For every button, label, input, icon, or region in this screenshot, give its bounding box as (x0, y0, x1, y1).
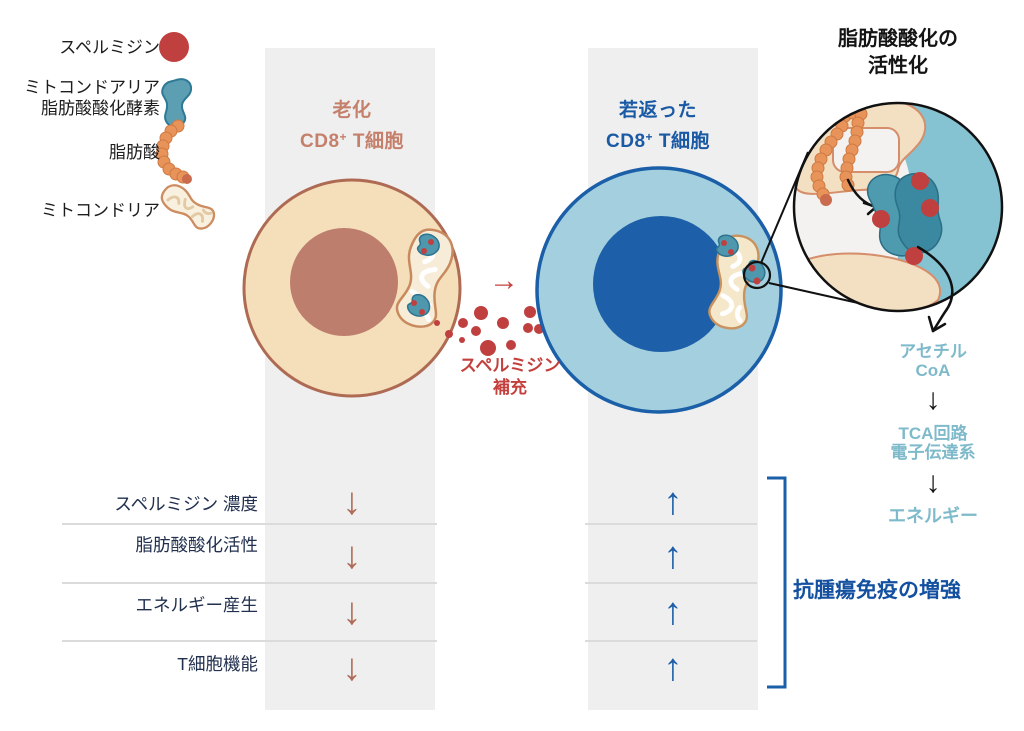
rejuvenated-nucleus (593, 216, 729, 352)
flow-arrow-icon: ↓ (925, 466, 941, 499)
row-divider (62, 523, 437, 525)
fatty-acid-chain-icon (810, 106, 868, 201)
mitochondrion-icon (156, 179, 220, 235)
aged-down-arrow-icon: ↓ (342, 535, 362, 577)
aged-down-arrow-icon: ↓ (342, 481, 362, 523)
row-label-energy-production: エネルギー産生 (135, 595, 259, 615)
row-divider (585, 640, 757, 642)
fao-enzyme-in-rejuv-mito (715, 234, 739, 257)
row-label-tcell-function: T細胞機能 (177, 654, 258, 674)
supplement-arrow-icon: → (489, 264, 519, 297)
aged-down-arrow-icon: ↓ (342, 591, 362, 633)
aged-cell (242, 178, 462, 398)
aged-cell-title: 老化 CD8+ T細胞 (300, 100, 404, 152)
legend-label-fatty-acid: 脂肪酸 (109, 143, 160, 162)
rejuvenated-up-arrow-icon: ↑ (663, 481, 683, 523)
rejuvenated-cell (535, 166, 783, 414)
row-divider (62, 582, 437, 584)
flow-step-tca: TCA回路 電子伝達系 (890, 424, 976, 462)
legend-label-mitochondria: ミトコンドリア (41, 201, 160, 220)
legend-label-fao-enzyme-line2: 脂肪酸酸化酵素 (41, 99, 160, 118)
flow-arrow-icon: ↓ (925, 383, 941, 416)
row-divider (585, 523, 757, 525)
magnified-view-title: 脂肪酸酸化の 活性化 (838, 28, 958, 77)
fao-enzyme-cluster (866, 173, 943, 257)
rejuvenated-up-arrow-icon: ↑ (663, 535, 683, 577)
acetyl-coa-arrow (916, 245, 954, 333)
fao-enzyme-in-aged-mito (416, 233, 440, 256)
row-divider (585, 582, 757, 584)
spermidine-on-enzyme (872, 172, 939, 265)
rejuvenated-mitochondrion (704, 231, 770, 333)
rejuvenated-up-arrow-icon: ↑ (663, 647, 683, 689)
rejuvenated-cell-title: 若返った CD8+ T細胞 (606, 100, 710, 152)
conclusion-label: 抗腫瘍免疫の増強 (793, 579, 961, 602)
conclusion-bracket (767, 476, 787, 689)
aged-nucleus (290, 228, 398, 336)
aged-down-arrow-icon: ↓ (342, 647, 362, 689)
supplement-label: スペルミジン 補充 (459, 356, 561, 397)
magnifier-circle-icon (742, 260, 772, 290)
row-label-spermidine-level: スペルミジン 濃度 (114, 494, 258, 514)
row-label-fao-activity: 脂肪酸酸化活性 (135, 535, 259, 555)
fatty-acid-icon (155, 119, 192, 184)
legend-label-fao-enzyme-line1: ミトコンドアリア (24, 78, 160, 97)
rejuvenated-up-arrow-icon: ↑ (663, 591, 683, 633)
spermidine-dot-icon (159, 32, 189, 62)
flow-step-energy: エネルギー (888, 506, 978, 526)
flow-step-acetyl-coa: アセチル CoA (899, 342, 967, 380)
aged-mitochondrion (391, 224, 459, 332)
legend-label-spermidine: スペルミジン (59, 38, 160, 57)
row-divider (62, 640, 437, 642)
fao-enzyme-icon (161, 78, 193, 128)
